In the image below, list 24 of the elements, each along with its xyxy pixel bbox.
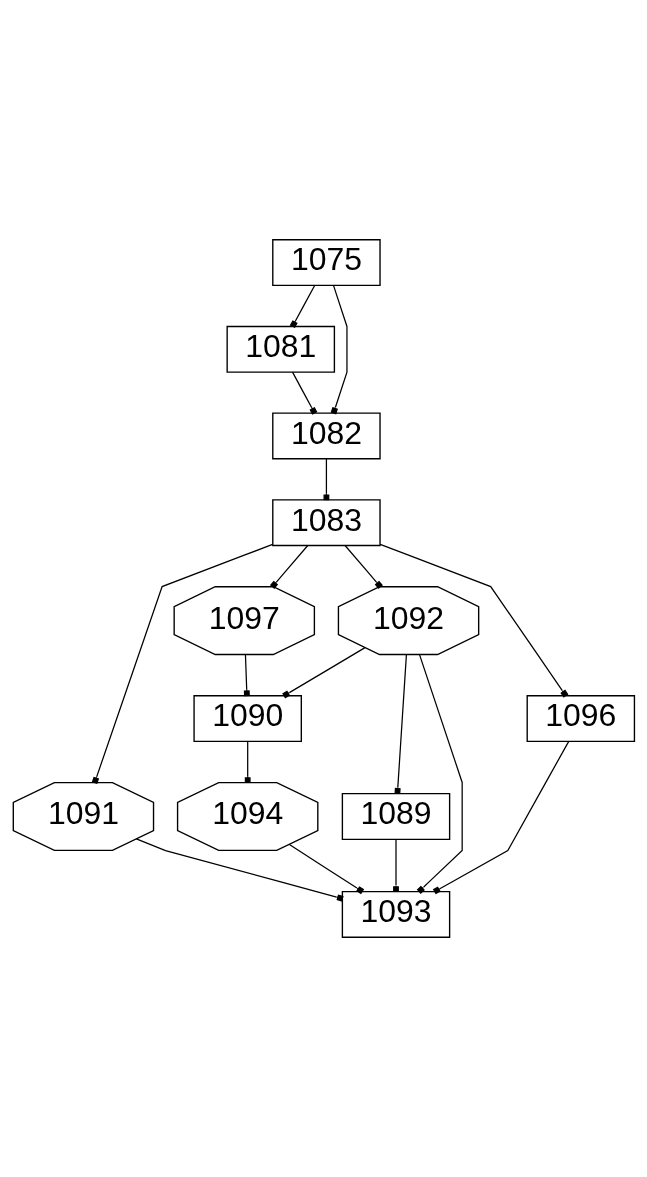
connector [416,654,463,894]
connector [392,838,399,892]
connector [135,838,344,902]
node-box: 1083 [271,499,381,547]
node-box: 1075 [271,239,381,287]
connector [291,371,317,415]
connector [379,543,568,698]
connector [394,653,407,795]
connector [269,544,308,589]
connector [243,654,250,697]
connector [288,843,364,895]
connector [323,458,329,501]
node-box: 1089 [341,793,450,840]
node-box: 1090 [192,695,302,743]
connector [244,740,251,784]
node-box: 1096 [526,695,635,743]
connector [91,543,273,785]
connector [330,285,348,415]
connector [281,647,366,699]
connector [343,544,383,589]
connector [289,284,315,329]
connector [432,740,569,895]
node-box: 1082 [271,412,381,460]
node-box: 1081 [225,325,335,373]
